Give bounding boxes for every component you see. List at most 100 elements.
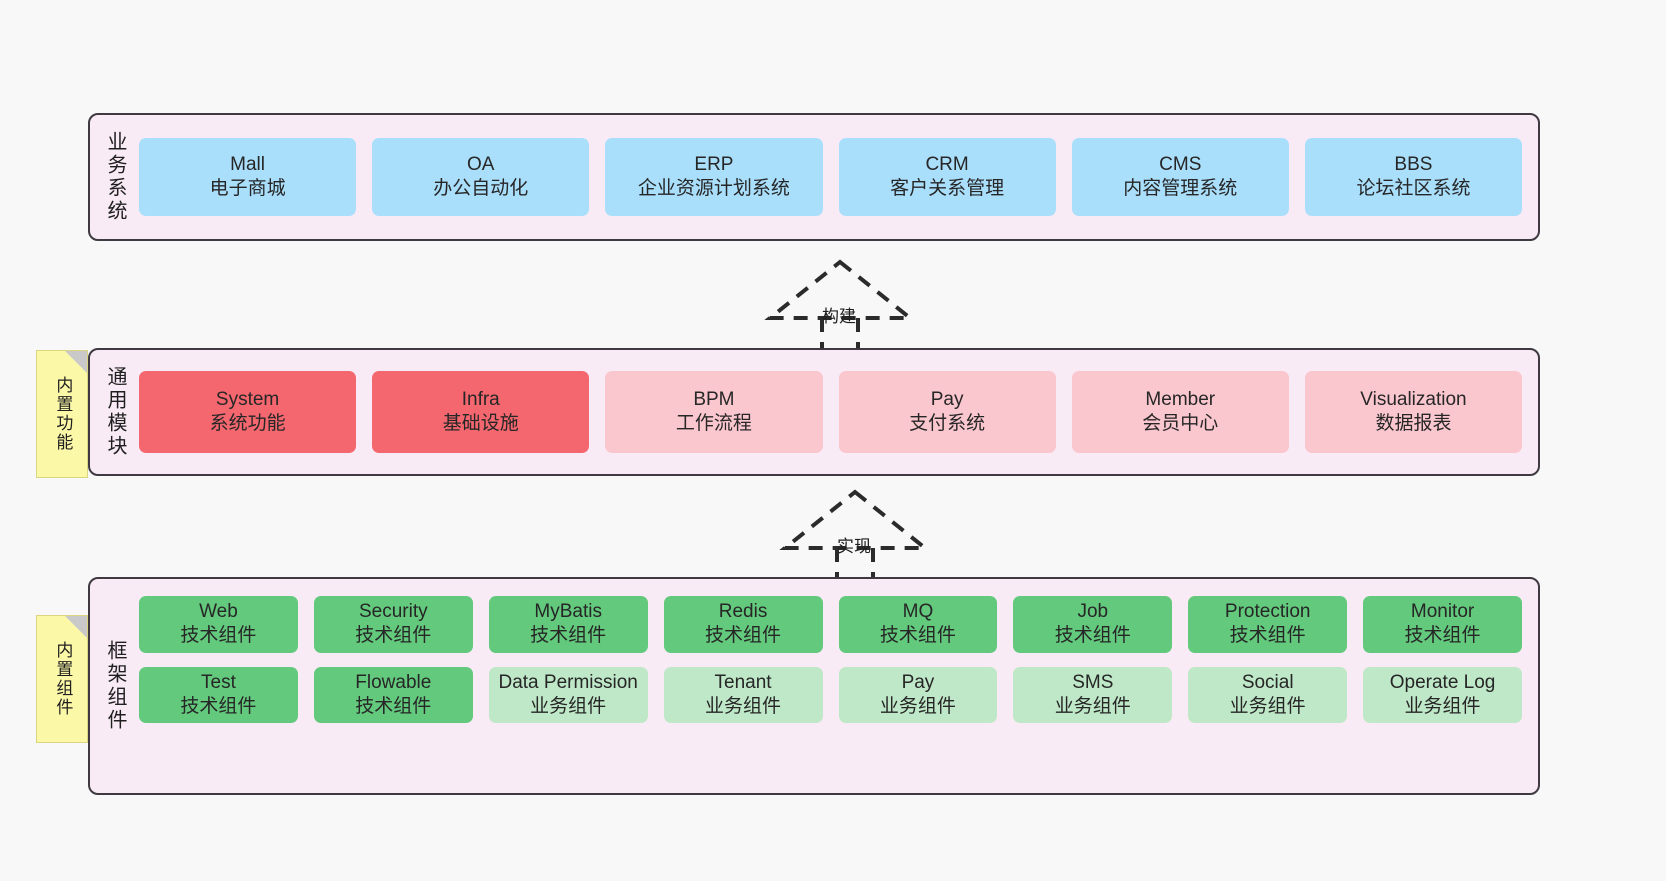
card-subtitle: 客户关系管理 [890,178,1005,199]
card-subtitle: 业务组件 [705,695,782,717]
card-web[interactable]: Web 技术组件 [139,596,298,653]
card-mybatis[interactable]: MyBatis 技术组件 [488,596,648,653]
card-title: Flowable [355,671,432,693]
layer-framework-components: 框架组件 Web 技术组件 Security 技术组件 MyBatis 技术组件… [88,577,1540,795]
card-oa[interactable]: OA 办公自动化 [372,138,590,216]
card-subtitle: 技术组件 [1229,625,1306,647]
layer-common-label: 通用模块 [104,366,126,458]
card-title: Redis [718,601,768,622]
card-title: System [215,388,280,410]
card-title: Mall [230,153,265,175]
generalization-arrow-icon [764,259,916,350]
card-mall[interactable]: Mall 电子商城 [139,138,357,216]
card-title: Tenant [714,671,772,693]
card-protection[interactable]: Protection 技术组件 [1188,596,1348,653]
card-sms[interactable]: SMS 业务组件 [1013,666,1173,724]
card-security[interactable]: Security 技术组件 [313,596,473,653]
card-title: Operate Log [1389,671,1496,693]
card-pay-business[interactable]: Pay 业务组件 [838,666,998,724]
layer-common-modules: 通用模块 System 系统功能 Infra 基础设施 BPM 工作流程 Pay… [88,348,1540,476]
card-title: CRM [925,153,969,175]
card-crm[interactable]: CRM 客户关系管理 [838,138,1056,216]
card-subtitle: 业务组件 [1229,695,1306,717]
card-title: Web [199,601,238,622]
note-text: 内置功能 [53,376,73,452]
card-system[interactable]: System 系统功能 [139,371,357,453]
card-title: Pay [930,388,964,410]
card-title: MQ [902,601,934,622]
card-redis[interactable]: Redis 技术组件 [663,596,823,653]
layer-business-label: 业务系统 [104,131,126,223]
card-data-permission[interactable]: Data Permission 业务组件 [488,666,648,724]
card-subtitle: 系统功能 [209,413,286,434]
card-erp[interactable]: ERP 企业资源计划系统 [605,138,823,216]
note-builtin-features: 内置功能 [36,350,88,478]
card-bbs[interactable]: BBS 论坛社区系统 [1304,138,1523,216]
card-visualization[interactable]: Visualization 数据报表 [1304,371,1523,453]
card-subtitle: 技术组件 [180,625,257,647]
card-job[interactable]: Job 技术组件 [1013,596,1173,653]
card-title: Test [201,671,236,693]
arrow-build: 构建 [760,258,920,350]
card-title: CMS [1159,153,1202,175]
card-subtitle: 技术组件 [355,695,432,717]
arrow-build-label: 构建 [822,307,856,326]
card-subtitle: 会员中心 [1142,413,1219,434]
card-title: Member [1145,388,1216,410]
card-subtitle: 支付系统 [909,413,986,434]
card-title: Protection [1224,601,1311,622]
card-bpm[interactable]: BPM 工作流程 [605,371,823,453]
card-subtitle: 技术组件 [879,625,956,647]
card-subtitle: 业务组件 [1054,695,1131,717]
layer-business-systems: 业务系统 Mall 电子商城 OA 办公自动化 ERP 企业资源计划系统 CRM… [88,113,1540,241]
card-mq[interactable]: MQ 技术组件 [838,596,998,653]
card-subtitle: 电子商城 [209,178,286,199]
card-title: Monitor [1410,601,1475,622]
card-subtitle: 技术组件 [1404,625,1481,647]
arrow-implement: 实现 [775,488,935,580]
card-test[interactable]: Test 技术组件 [139,666,298,724]
card-title: BPM [693,388,735,410]
framework-row-business: Test 技术组件 Flowable 技术组件 Data Permission … [139,666,1522,724]
card-title: Social [1241,671,1294,693]
card-subtitle: 技术组件 [530,625,607,647]
card-subtitle: 内容管理系统 [1123,178,1238,199]
card-pay[interactable]: Pay 支付系统 [838,371,1056,453]
note-fold-icon [65,616,87,638]
card-subtitle: 基础设施 [442,413,519,434]
card-tenant[interactable]: Tenant 业务组件 [663,666,823,724]
note-builtin-components: 内置组件 [36,615,88,743]
card-title: Data Permission [498,671,638,693]
card-subtitle: 工作流程 [675,413,752,434]
card-monitor[interactable]: Monitor 技术组件 [1363,596,1522,653]
card-cms[interactable]: CMS 内容管理系统 [1071,138,1289,216]
card-title: Infra [461,388,500,410]
card-title: Visualization [1360,388,1467,410]
card-title: ERP [694,153,734,175]
card-subtitle: 办公自动化 [433,178,529,199]
business-card-list: Mall 电子商城 OA 办公自动化 ERP 企业资源计划系统 CRM 客户关系… [131,138,1538,216]
card-subtitle: 企业资源计划系统 [637,178,790,199]
framework-row-tech: Web 技术组件 Security 技术组件 MyBatis 技术组件 Redi… [139,596,1522,653]
card-subtitle: 论坛社区系统 [1356,178,1471,199]
card-subtitle: 业务组件 [530,695,607,717]
card-member[interactable]: Member 会员中心 [1071,371,1289,453]
card-operate-log[interactable]: Operate Log 业务组件 [1363,666,1522,724]
card-title: Security [358,601,428,622]
common-card-list: System 系统功能 Infra 基础设施 BPM 工作流程 Pay 支付系统… [131,371,1538,453]
card-title: BBS [1394,153,1433,175]
card-subtitle: 数据报表 [1375,413,1452,434]
card-subtitle: 业务组件 [1404,695,1481,717]
card-title: SMS [1072,671,1114,693]
card-title: Pay [901,671,935,693]
generalization-arrow-icon [779,489,931,580]
card-flowable[interactable]: Flowable 技术组件 [313,666,473,724]
layer-framework-label: 框架组件 [104,640,126,732]
card-subtitle: 技术组件 [705,625,782,647]
framework-card-grid: Web 技术组件 Security 技术组件 MyBatis 技术组件 Redi… [131,596,1538,776]
card-subtitle: 技术组件 [355,625,432,647]
card-infra[interactable]: Infra 基础设施 [372,371,590,453]
framework-rows: Web 技术组件 Security 技术组件 MyBatis 技术组件 Redi… [139,596,1522,776]
card-title: OA [467,153,495,175]
card-social[interactable]: Social 业务组件 [1188,666,1348,724]
